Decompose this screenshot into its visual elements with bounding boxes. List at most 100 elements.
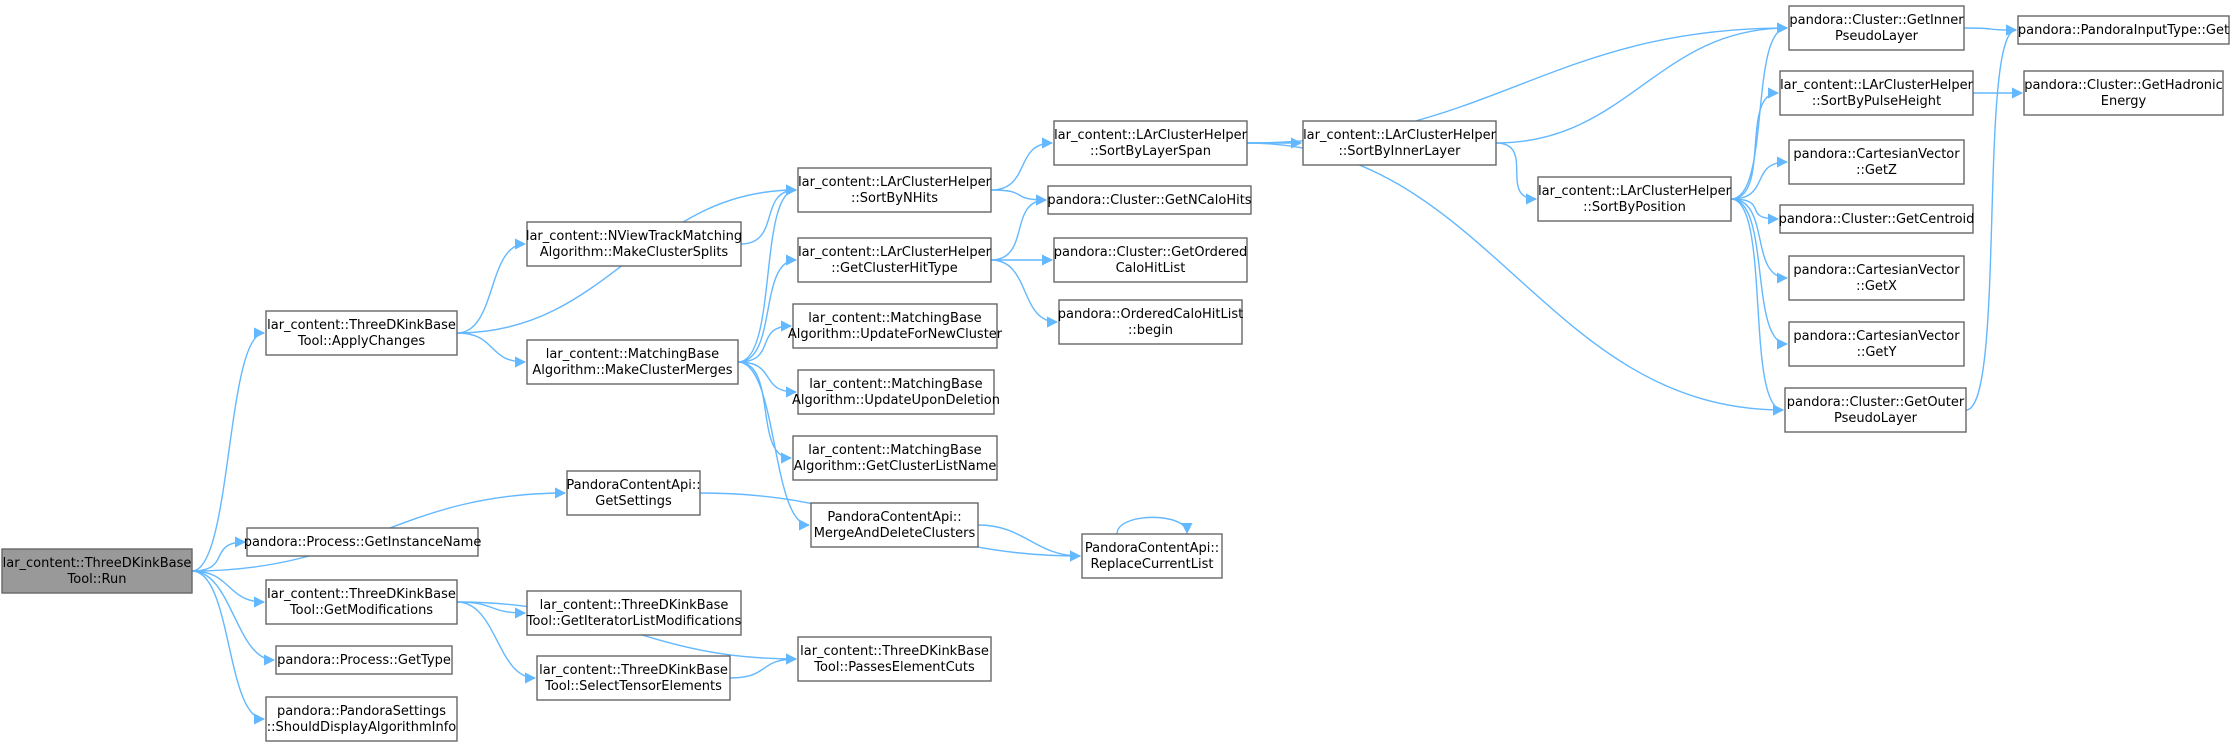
node-replacecurrentlist[interactable]: PandoraContentApi::ReplaceCurrentList [1081, 533, 1223, 579]
node-label: lar_content::LArClusterHelper [798, 245, 992, 260]
node-getiteratorlistmods[interactable]: lar_content::ThreeDKinkBaseTool::GetIter… [526, 590, 742, 636]
node-getclusterhittype[interactable]: lar_content::LArClusterHelper::GetCluste… [797, 237, 992, 283]
node-label: lar_content::ThreeDKinkBase [267, 318, 456, 333]
node-label: PseudoLayer [1835, 29, 1919, 44]
node-getclusterlistname[interactable]: lar_content::MatchingBaseAlgorithm::GetC… [792, 435, 998, 481]
node-box[interactable] [1047, 185, 1252, 215]
node-label: ::ShouldDisplayAlgorithmInfo [267, 720, 457, 735]
node-box[interactable] [2017, 15, 2230, 45]
node-box[interactable] [1053, 237, 1248, 283]
node-label: Tool::SelectTensorElements [544, 679, 722, 694]
node-box[interactable] [1788, 321, 1965, 367]
node-box[interactable] [526, 339, 739, 385]
node-getsettings[interactable]: PandoraContentApi::GetSettings [566, 470, 701, 516]
node-mergeanddelete[interactable]: PandoraContentApi::MergeAndDeleteCluster… [810, 502, 979, 548]
node-label: lar_content::ThreeDKinkBase [540, 598, 729, 613]
node-box[interactable] [797, 167, 992, 213]
node-updatupondeletion[interactable]: lar_content::MatchingBaseAlgorithm::Upda… [792, 369, 1000, 415]
node-getmodifications[interactable]: lar_content::ThreeDKinkBaseTool::GetModi… [265, 579, 458, 625]
node-box[interactable] [2023, 70, 2224, 116]
node-shoulddisplay[interactable]: pandora::PandoraSettings::ShouldDisplayA… [265, 696, 458, 742]
node-updatefornewcluster[interactable]: lar_content::MatchingBaseAlgorithm::Upda… [788, 303, 1003, 349]
node-sortbypulseheight[interactable]: lar_content::LArClusterHelper::SortByPul… [1779, 70, 1974, 116]
node-getx[interactable]: pandora::CartesianVector::GetX [1788, 255, 1965, 301]
node-box[interactable] [1537, 176, 1732, 222]
node-label: pandora::OrderedCaloHitList [1058, 307, 1243, 322]
node-orderedcalohitlistbegin[interactable]: pandora::OrderedCaloHitList::begin [1058, 299, 1243, 345]
node-box[interactable] [1053, 120, 1248, 166]
node-box[interactable] [797, 237, 992, 283]
node-box[interactable] [566, 470, 701, 516]
node-box[interactable] [1788, 255, 1965, 301]
node-gety[interactable]: pandora::CartesianVector::GetY [1788, 321, 1965, 367]
node-label: Energy [2101, 94, 2147, 109]
node-label: PandoraContentApi:: [1085, 541, 1219, 556]
edge-run-to-applychanges [191, 327, 266, 572]
node-selecttensorelements[interactable]: lar_content::ThreeDKinkBaseTool::SelectT… [536, 655, 731, 701]
node-getz[interactable]: pandora::CartesianVector::GetZ [1788, 139, 1965, 185]
node-label: Algorithm::GetClusterListName [794, 459, 997, 474]
edge-makeclustermerges-to-mergeanddelete [737, 361, 811, 531]
node-getcentroid[interactable]: pandora::Cluster::GetCentroid [1779, 204, 1975, 234]
node-box[interactable] [1302, 120, 1497, 166]
edge-sortbyposition-to-getz [1730, 156, 1789, 200]
node-box[interactable] [792, 303, 998, 349]
node-passeselementcuts[interactable]: lar_content::ThreeDKinkBaseTool::PassesE… [797, 636, 992, 682]
node-label: ::SortByNHits [851, 191, 938, 206]
node-sortbylayerspan[interactable]: lar_content::LArClusterHelper::SortByLay… [1053, 120, 1248, 166]
edge-mergeanddelete-to-replacecurrentlist [977, 524, 1082, 562]
edge-getclusterhittype-to-orderedcalohitlistbegin [990, 259, 1059, 328]
node-label: Tool::GetModifications [289, 603, 433, 618]
node-box[interactable] [265, 696, 458, 742]
node-label: ::SortByPosition [1583, 200, 1686, 215]
node-label: ::GetClusterHitType [831, 261, 957, 276]
node-box[interactable] [810, 502, 979, 548]
node-box[interactable] [265, 579, 458, 625]
node-box[interactable] [246, 527, 479, 557]
node-box[interactable] [1788, 139, 1965, 185]
node-box[interactable] [265, 310, 458, 356]
edge-makeclustersplits-to-sortbynhits [740, 184, 798, 245]
edge-makeclustermerges-to-getclusterlistname [737, 361, 793, 464]
node-box[interactable] [1058, 299, 1243, 345]
node-box[interactable] [797, 636, 992, 682]
node-box[interactable] [792, 435, 998, 481]
node-getinstancename[interactable]: pandora::Process::GetInstanceName [244, 527, 482, 557]
node-box[interactable] [1081, 533, 1223, 579]
node-label: pandora::CartesianVector [1793, 263, 1960, 278]
node-makeclustermerges[interactable]: lar_content::MatchingBaseAlgorithm::Make… [526, 339, 739, 385]
node-box[interactable] [797, 369, 995, 415]
node-box[interactable] [526, 590, 742, 636]
node-label: lar_content::ThreeDKinkBase [539, 663, 728, 678]
node-applychanges[interactable]: lar_content::ThreeDKinkBaseTool::ApplyCh… [265, 310, 458, 356]
node-sortbyposition[interactable]: lar_content::LArClusterHelper::SortByPos… [1537, 176, 1732, 222]
edge-sortbyposition-to-gety [1730, 198, 1789, 350]
edge-makeclustermerges-to-updatefornewcluster [737, 320, 793, 363]
node-label: lar_content::LArClusterHelper [798, 175, 992, 190]
node-box[interactable] [275, 645, 453, 675]
node-inputtypeget[interactable]: pandora::PandoraInputType::Get [2017, 15, 2230, 45]
node-getncalohits[interactable]: pandora::Cluster::GetNCaloHits [1047, 185, 1252, 215]
node-label: pandora::CartesianVector [1793, 147, 1960, 162]
node-box[interactable] [1, 548, 193, 594]
node-box[interactable] [1779, 70, 1974, 116]
node-box[interactable] [526, 221, 742, 267]
node-makeclustersplits[interactable]: lar_content::NViewTrackMatchingAlgorithm… [526, 221, 742, 267]
node-gettype[interactable]: pandora::Process::GetType [275, 645, 453, 675]
node-sortbyinnerlayer[interactable]: lar_content::LArClusterHelper::SortByInn… [1302, 120, 1497, 166]
node-label: Algorithm::UpdateForNewCluster [788, 327, 1003, 342]
edge-sortbyposition-to-getcentroid [1730, 198, 1780, 225]
node-label: lar_content::LArClusterHelper [1780, 78, 1974, 93]
node-box[interactable] [1779, 204, 1974, 234]
node-label: pandora::CartesianVector [1793, 329, 1960, 344]
node-box[interactable] [1784, 387, 1967, 433]
node-box[interactable] [536, 655, 731, 701]
edge-sortbynhits-to-sortbylayerspan [990, 137, 1054, 191]
node-sortbynhits[interactable]: lar_content::LArClusterHelper::SortByNHi… [797, 167, 992, 213]
node-box[interactable] [1788, 5, 1965, 51]
